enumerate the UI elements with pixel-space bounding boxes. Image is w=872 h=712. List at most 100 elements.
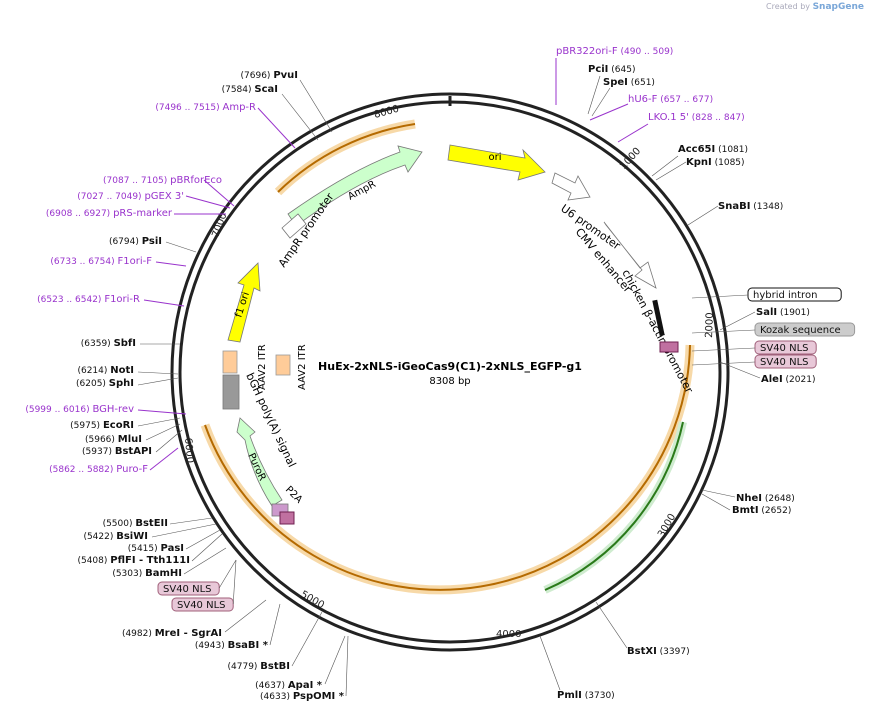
enzyme-2[interactable]: Acc65I (1081)	[651, 144, 748, 177]
cas9-arc	[204, 344, 691, 591]
name: SpeI	[603, 77, 628, 88]
enzyme-5[interactable]: SalI (1901)	[719, 307, 810, 331]
enzyme-9[interactable]: BstXI (3397)	[595, 601, 690, 657]
boxed-label-left-0[interactable]: SV40 NLS	[157, 559, 237, 596]
primer-7[interactable]: (5862 .. 5882) Puro-F	[49, 447, 179, 475]
position: (1901)	[777, 308, 810, 318]
primer-5[interactable]: (6523 .. 6542) F1ori-R	[37, 294, 185, 307]
position: (4779)	[228, 662, 261, 672]
enzyme-18[interactable]: (4633) PspOMI *	[260, 635, 349, 702]
enzyme-13[interactable]: (5303) BamHI	[112, 547, 227, 579]
enzyme-4[interactable]: SnaBI (1348)	[687, 201, 783, 226]
primer-4[interactable]: (6733 .. 6754) F1ori-F	[50, 256, 187, 267]
name: MreI - SgrAI	[155, 628, 222, 639]
svg-text:(6359) SbfI: (6359) SbfI	[81, 338, 136, 349]
enzyme-0[interactable]: PciI (645)	[587, 64, 635, 115]
position: (7696)	[241, 71, 274, 81]
enzyme-10[interactable]: PmlI (3730)	[539, 635, 615, 701]
enzyme-9[interactable]: (5500) BstEII	[103, 517, 213, 529]
enzyme-1[interactable]: SpeI (651)	[591, 77, 655, 117]
name: pGEX 3'	[144, 191, 184, 202]
name: BsaBI *	[228, 640, 269, 651]
primer-1[interactable]: hU6-F (657 .. 677)	[589, 94, 713, 121]
boxed-label-left-1[interactable]: SV40 NLS	[171, 559, 237, 612]
name: MluI	[118, 434, 142, 445]
enzyme-12[interactable]: (5408) PflFI - Tth111I	[77, 533, 223, 566]
position: (5422)	[83, 532, 116, 542]
svg-text:(4779) BstBI: (4779) BstBI	[228, 661, 291, 672]
tick-label-2000: 2000	[704, 312, 716, 338]
svg-text:NheI (2648): NheI (2648)	[736, 493, 795, 504]
boxed-label-right-3[interactable]: SV40 NLS	[691, 354, 817, 369]
enzyme-7[interactable]: (5966) MluI	[85, 423, 181, 445]
name: BamHI	[145, 568, 182, 579]
primer-6[interactable]: (5999 .. 6016) BGH-rev	[25, 404, 187, 415]
position: (5862 .. 5882)	[49, 465, 116, 475]
enzyme-0[interactable]: (7696) PvuI	[241, 70, 333, 133]
enzyme-1[interactable]: (7584) ScaI	[222, 84, 319, 141]
svg-text:hybrid intron: hybrid intron	[753, 290, 817, 301]
enzyme-3[interactable]: (6359) SbfI	[81, 338, 180, 349]
boxed-label-right-0[interactable]: hybrid intron	[691, 287, 842, 302]
enzyme-3[interactable]: KpnI (1085)	[655, 157, 745, 181]
primer-0[interactable]: (7496 .. 7515) Amp-R	[155, 102, 296, 149]
hybrid-intron-mark	[652, 299, 665, 337]
boxed-label-right-1[interactable]: Kozak sequence	[691, 322, 856, 337]
name: PsiI	[142, 236, 162, 247]
primer-0[interactable]: pBR322ori-F (490 .. 509)	[555, 46, 673, 105]
enzyme-7[interactable]: NheI (2648)	[701, 489, 795, 504]
enzyme-17[interactable]: (4637) ApaI *	[255, 635, 346, 691]
svg-text:SalI (1901): SalI (1901)	[756, 307, 810, 318]
chicken-promoter-label: chicken β-actin promoter	[619, 267, 695, 395]
enzyme-15[interactable]: (4943) BsaBI *	[195, 603, 281, 651]
svg-text:Kozak sequence: Kozak sequence	[760, 325, 841, 336]
ori-label: ori	[488, 152, 501, 163]
tick-label-8000: 8000	[373, 104, 400, 121]
enzyme-10[interactable]: (5422) BsiWI	[83, 523, 217, 542]
primer-2[interactable]: (7027 .. 7049) pGEX 3'	[77, 191, 231, 209]
svg-text:BmtI (2652): BmtI (2652)	[732, 505, 791, 516]
svg-text:SV40 NLS: SV40 NLS	[163, 584, 212, 595]
position: (6794)	[109, 237, 142, 247]
primer-2[interactable]: LKO.1 5' (828 .. 847)	[617, 112, 745, 143]
primer-1[interactable]: (7087 .. 7105) pBRforEco	[103, 175, 235, 207]
boxed-label-right-2[interactable]: SV40 NLS	[691, 340, 817, 355]
enzyme-8[interactable]: (5937) BstAPI	[82, 429, 183, 457]
enzyme-5[interactable]: (6205) SphI	[76, 377, 179, 389]
name: AleI	[761, 374, 783, 385]
name: BstBI	[260, 661, 290, 672]
svg-text:(5408) PflFI - Tth111I: (5408) PflFI - Tth111I	[77, 555, 190, 566]
enzyme-14[interactable]: (4982) MreI - SgrAI	[122, 599, 267, 639]
p2a-label: P2A	[283, 484, 304, 505]
position: (7087 .. 7105)	[103, 176, 170, 186]
position: (1085)	[712, 158, 745, 168]
puror-label: PuroR	[245, 452, 267, 483]
enzyme-8[interactable]: BmtI (2652)	[701, 493, 791, 516]
position: (3397)	[657, 647, 690, 657]
svg-text:(7087 .. 7105) pBRforEco: (7087 .. 7105) pBRforEco	[103, 175, 222, 186]
cmv-enhancer-feature	[603, 221, 657, 289]
enzyme-2[interactable]: (6794) PsiI	[109, 236, 197, 253]
name: PspOMI *	[293, 691, 345, 702]
svg-text:(5999 .. 6016) BGH-rev: (5999 .. 6016) BGH-rev	[25, 404, 134, 415]
name: ScaI	[254, 84, 278, 95]
position: (657 .. 677)	[657, 95, 713, 105]
position: (6205)	[76, 379, 109, 389]
u6-promoter-feature	[551, 172, 591, 201]
enzyme-6[interactable]: (5975) EcoRI	[70, 417, 181, 431]
svg-text:PciI (645): PciI (645)	[588, 64, 635, 75]
primer-3[interactable]: (6908 .. 6927) pRS-marker	[46, 208, 226, 219]
position: (6908 .. 6927)	[46, 209, 113, 219]
enzyme-16[interactable]: (4779) BstBI	[228, 611, 323, 672]
name: hU6-F	[628, 94, 658, 105]
position: (5500)	[103, 519, 136, 529]
name: LKO.1 5'	[648, 112, 689, 123]
enzyme-11[interactable]: (5415) PasI	[128, 529, 221, 554]
enzyme-6[interactable]: AleI (2021)	[719, 361, 815, 385]
svg-text:(4943) BsaBI *: (4943) BsaBI *	[195, 640, 269, 651]
enzyme-4[interactable]: (6214) NotI	[77, 365, 179, 376]
name: KpnI	[686, 157, 712, 168]
position: (7584)	[222, 85, 255, 95]
name: SphI	[109, 378, 134, 389]
